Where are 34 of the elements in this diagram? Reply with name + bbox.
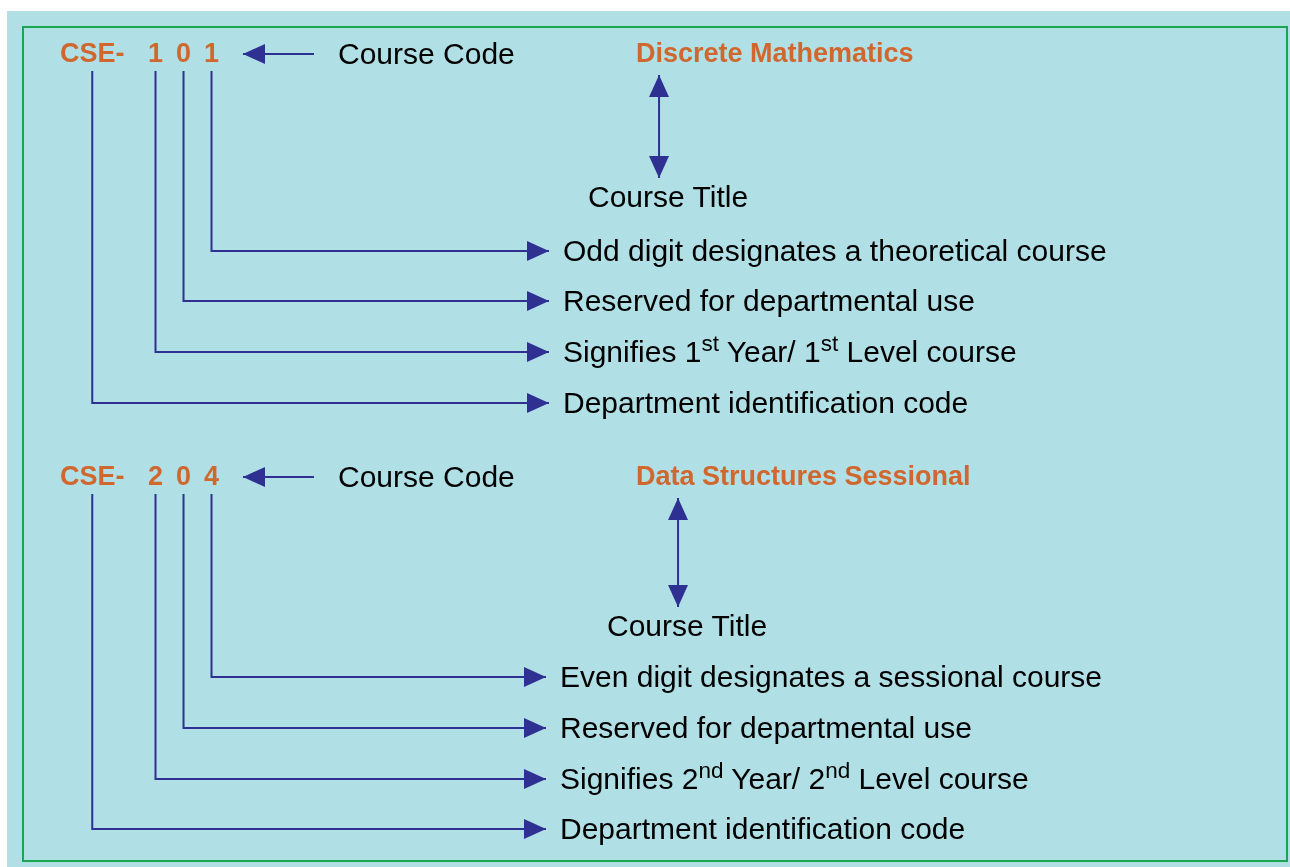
description-text: Department identification code <box>560 814 966 844</box>
description-text: Even digit designates a sessional course <box>560 662 1102 692</box>
course-code-label: Course Code <box>338 39 515 69</box>
arrow <box>242 467 315 487</box>
code-digit: 0 <box>176 40 192 67</box>
arrow <box>182 70 550 311</box>
course-title-text: Data Structures Sessional <box>636 463 971 490</box>
code-digit: 4 <box>204 463 220 490</box>
description-text: Signifies 1$^{st}$ Year/ 1$^{st}$ Level course <box>563 337 1017 367</box>
course-title-text: Discrete Mathematics <box>636 40 914 67</box>
code-digit: 0 <box>176 463 192 490</box>
course-title-label: Course Title <box>588 182 749 212</box>
arrow <box>210 493 547 687</box>
department-code: CSE- <box>60 40 125 67</box>
arrow <box>242 44 315 64</box>
course-title-label: Course Title <box>607 611 768 641</box>
code-digit: 1 <box>148 40 164 67</box>
description-text: Odd digit designates a theoretical course <box>563 236 1107 266</box>
department-code: CSE- <box>60 463 125 490</box>
description-text: Department identification code <box>563 388 969 418</box>
arrow <box>668 497 689 608</box>
arrow <box>154 493 547 789</box>
course-code-label: Course Code <box>338 462 515 492</box>
arrow <box>91 493 547 839</box>
arrow <box>182 493 547 738</box>
code-digit: 1 <box>204 40 220 67</box>
arrow <box>210 70 550 261</box>
code-digit: 2 <box>148 463 164 490</box>
arrow <box>91 70 550 413</box>
description-text: Signifies 2$^{nd}$ Year/ 2$^{nd}$ Level course <box>560 764 1029 794</box>
description-text: Reserved for departmental use <box>560 713 972 743</box>
description-text: Reserved for departmental use <box>563 286 975 316</box>
arrow <box>649 74 670 179</box>
arrow <box>154 70 550 362</box>
